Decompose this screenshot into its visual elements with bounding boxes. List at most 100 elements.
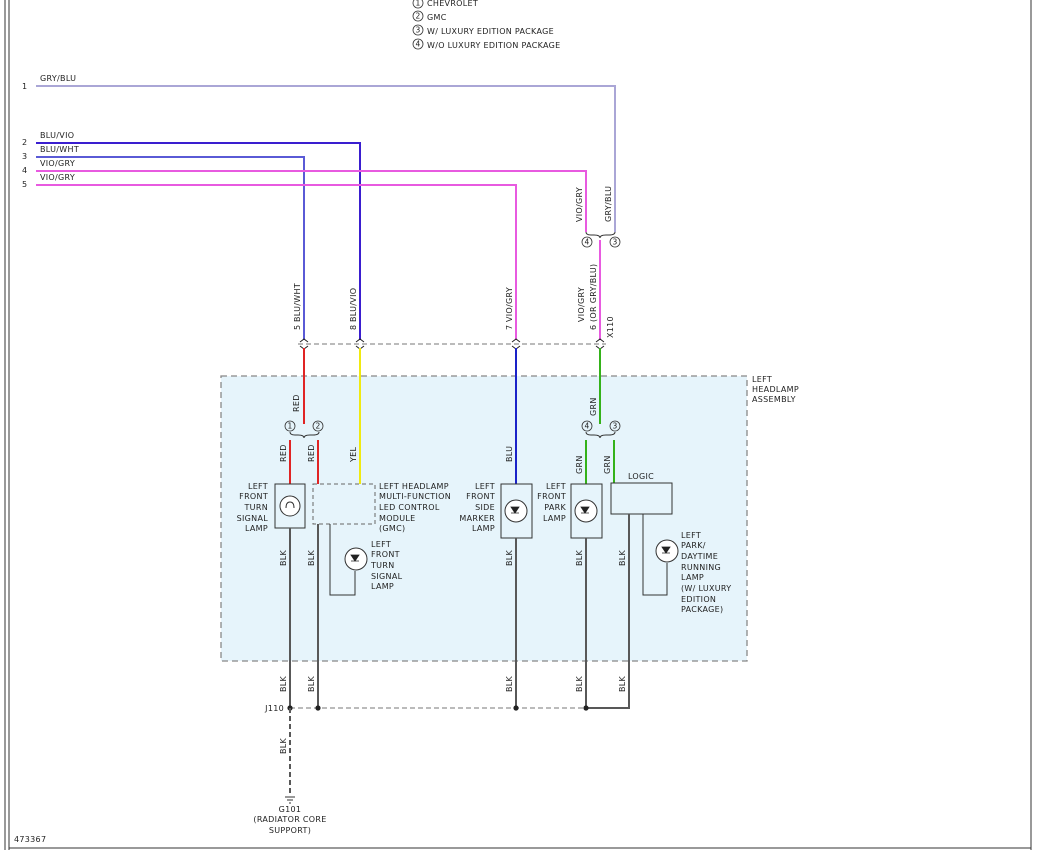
led-module-label: LEFT HEADLAMP MULTI-FUNCTION LED CONTROL… bbox=[379, 482, 451, 533]
wire-label-red-a: RED bbox=[279, 444, 288, 462]
pin-number-3: 3 bbox=[22, 152, 27, 161]
option-circle-4 bbox=[581, 236, 593, 248]
wire-label-grn-b: GRN bbox=[603, 455, 612, 474]
svg-text:BLK: BLK bbox=[575, 675, 584, 692]
blk-wire-labels: BLK BLK BLK BLK BLK BLK BLK BLK BLK BLK … bbox=[279, 549, 627, 754]
svg-text:BLK: BLK bbox=[307, 549, 316, 566]
diode-symbol-icon bbox=[661, 546, 671, 554]
svg-text:TURN: TURN bbox=[370, 561, 395, 570]
turn-lamp-label: LEFT FRONT TURN SIGNAL LAMP bbox=[237, 482, 269, 533]
svg-text:BLK: BLK bbox=[505, 549, 514, 566]
wire-label-red-b: RED bbox=[307, 444, 316, 462]
wire-vio-gry-5 bbox=[36, 184, 517, 340]
bulb-filament-icon bbox=[285, 501, 295, 509]
svg-text:BLK: BLK bbox=[575, 549, 584, 566]
wire-label-grn-a: GRN bbox=[575, 455, 584, 474]
svg-text:LAMP: LAMP bbox=[543, 514, 566, 523]
option-circle-grn-3 bbox=[609, 420, 621, 432]
wire-label-vio-gry-5: VIO/GRY bbox=[40, 173, 75, 182]
option-num-grn-4: 4 bbox=[584, 422, 589, 431]
svg-text:DAYTIME: DAYTIME bbox=[681, 552, 718, 561]
x110-pin-5: 5 bbox=[293, 325, 302, 330]
svg-text:LEFT: LEFT bbox=[546, 482, 566, 491]
legend-circle-3 bbox=[412, 24, 424, 36]
assembly-label-3: ASSEMBLY bbox=[752, 395, 796, 404]
diode-symbol-icon bbox=[510, 506, 520, 514]
wire-label-blu-wht: BLU/WHT bbox=[40, 145, 79, 154]
legend-num-2: 2 bbox=[415, 12, 420, 21]
wire-blu-vio bbox=[36, 142, 361, 340]
wire-label-grn-top: GRN bbox=[589, 397, 598, 416]
park-lamp-label: LEFT FRONT PARK LAMP bbox=[537, 482, 566, 523]
ground-symbol-icon bbox=[285, 796, 295, 804]
legend-text-2: GMC bbox=[427, 13, 447, 22]
x110-pin-6: 6 bbox=[589, 325, 598, 330]
legend-text-1: CHEVROLET bbox=[427, 0, 478, 8]
option-circle-3 bbox=[609, 236, 621, 248]
led-turn-lamp-outline bbox=[329, 524, 356, 596]
legend-circle-4 bbox=[412, 38, 424, 50]
led-turn-lamp-label: LEFT FRONT TURN SIGNAL LAMP bbox=[370, 540, 403, 591]
option-brace-red bbox=[289, 431, 320, 439]
wire-label-blu-vio: BLU/VIO bbox=[40, 131, 74, 140]
logic-label: LOGIC bbox=[628, 472, 654, 481]
ground-wires bbox=[289, 514, 630, 709]
assembly-label-2: HEADLAMP bbox=[752, 385, 799, 394]
ground-location-2: SUPPORT) bbox=[269, 826, 311, 835]
svg-text:PARK/: PARK/ bbox=[681, 541, 706, 550]
wire-blu-wht bbox=[36, 156, 305, 340]
x110-pin-7: 7 bbox=[505, 325, 514, 330]
option-num-1: 1 bbox=[287, 422, 292, 431]
svg-text:BLK: BLK bbox=[505, 675, 514, 692]
legend-num-1: 1 bbox=[415, 0, 420, 8]
option-num-grn-3: 3 bbox=[612, 422, 617, 431]
svg-text:(GMC): (GMC) bbox=[379, 524, 405, 533]
x110-pin-6-label-1: VIO/GRY bbox=[577, 287, 586, 322]
svg-text:EDITION: EDITION bbox=[681, 595, 716, 604]
svg-text:LED CONTROL: LED CONTROL bbox=[379, 503, 440, 512]
svg-text:SIDE: SIDE bbox=[475, 503, 495, 512]
option-legend: 1 CHEVROLET 2 GMC 3 W/ LUXURY EDITION PA… bbox=[412, 0, 560, 50]
pin-number-2: 2 bbox=[22, 138, 27, 147]
svg-text:BLK: BLK bbox=[307, 675, 316, 692]
wire-label-blu: BLU bbox=[505, 446, 514, 462]
svg-text:LAMP: LAMP bbox=[681, 573, 704, 582]
j110-splice-dots bbox=[287, 705, 589, 711]
svg-text:LEFT: LEFT bbox=[371, 540, 391, 549]
led-control-module-box bbox=[312, 483, 376, 525]
option-circle-grn-4 bbox=[581, 420, 593, 432]
svg-text:LEFT: LEFT bbox=[248, 482, 268, 491]
diode-symbol-icon bbox=[580, 506, 590, 514]
svg-text:BLK: BLK bbox=[279, 737, 288, 754]
svg-text:BLK: BLK bbox=[279, 549, 288, 566]
pin-number-4: 4 bbox=[22, 166, 27, 175]
legend-num-4: 4 bbox=[415, 40, 420, 49]
option-brace-grn bbox=[585, 431, 616, 439]
ground-name: G101 bbox=[279, 805, 302, 814]
wire-label-vio-gry-4: VIO/GRY bbox=[40, 159, 75, 168]
svg-text:FRONT: FRONT bbox=[239, 492, 268, 501]
svg-text:SIGNAL: SIGNAL bbox=[371, 572, 403, 581]
logic-box bbox=[610, 482, 673, 515]
figure-id: 473367 bbox=[14, 835, 46, 844]
svg-text:RUNNING: RUNNING bbox=[681, 563, 721, 572]
svg-text:LAMP: LAMP bbox=[245, 524, 268, 533]
x110-pin-7-label: VIO/GRY bbox=[505, 287, 514, 322]
wire-vio-gry-4 bbox=[36, 170, 587, 232]
svg-text:MARKER: MARKER bbox=[459, 514, 495, 523]
svg-text:LEFT: LEFT bbox=[475, 482, 495, 491]
svg-text:LAMP: LAMP bbox=[472, 524, 495, 533]
svg-text:PARK: PARK bbox=[544, 503, 566, 512]
svg-text:SIGNAL: SIGNAL bbox=[237, 514, 269, 523]
option-circle-2 bbox=[312, 420, 324, 432]
svg-text:PACKAGE): PACKAGE) bbox=[681, 605, 723, 614]
svg-text:FRONT: FRONT bbox=[466, 492, 495, 501]
pin-number-5: 5 bbox=[22, 180, 27, 189]
svg-text:BLK: BLK bbox=[618, 675, 627, 692]
pin-number-1: 1 bbox=[22, 82, 27, 91]
splice-label-gry-blu: GRY/BLU bbox=[604, 186, 613, 222]
x110-connector-name: X110 bbox=[606, 316, 615, 338]
drl-label: LEFT PARK/ DAYTIME RUNNING LAMP (W/ LUXU… bbox=[681, 531, 731, 614]
svg-text:LAMP: LAMP bbox=[371, 582, 394, 591]
